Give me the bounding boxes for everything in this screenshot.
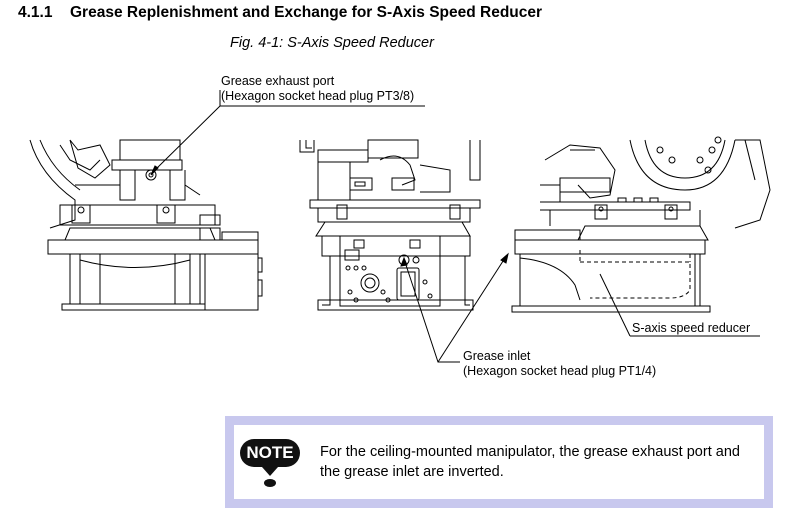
note-badge-stem [262,467,278,476]
grease-inlet-detail: (Hexagon socket head plug PT1/4) [463,364,657,378]
section-heading: 4.1.1 Grease Replenishment and Exchange f… [18,4,542,22]
exhaust-port-detail: (Hexagon socket head plug PT3/8) [221,89,415,103]
exhaust-port-title: Grease exhaust port [221,74,335,88]
section-number: 4.1.1 [18,4,53,21]
note-badge-dot [264,479,276,487]
exhaust-port-label: Grease exhaust port (Hexagon socket head… [221,74,414,104]
center-view [299,139,481,311]
grease-inlet-title: Grease inlet [463,349,531,363]
left-view [29,139,263,311]
speed-reducer-label: S-axis speed reducer [632,321,750,336]
note-badge: NOTE [240,439,300,467]
leader-lines [150,90,760,363]
grease-inlet-leader [404,261,460,363]
grease-inlet-label: Grease inlet (Hexagon socket head plug P… [463,349,656,379]
note-text: For the ceiling-mounted manipulator, the… [320,444,740,480]
right-view [511,136,771,313]
speed-reducer-title: S-axis speed reducer [632,321,751,335]
note-body [234,425,764,499]
section-title: Grease Replenishment and Exchange for S-… [70,4,543,21]
figure-caption: Fig. 4-1: S-Axis Speed Reducer [230,35,434,51]
